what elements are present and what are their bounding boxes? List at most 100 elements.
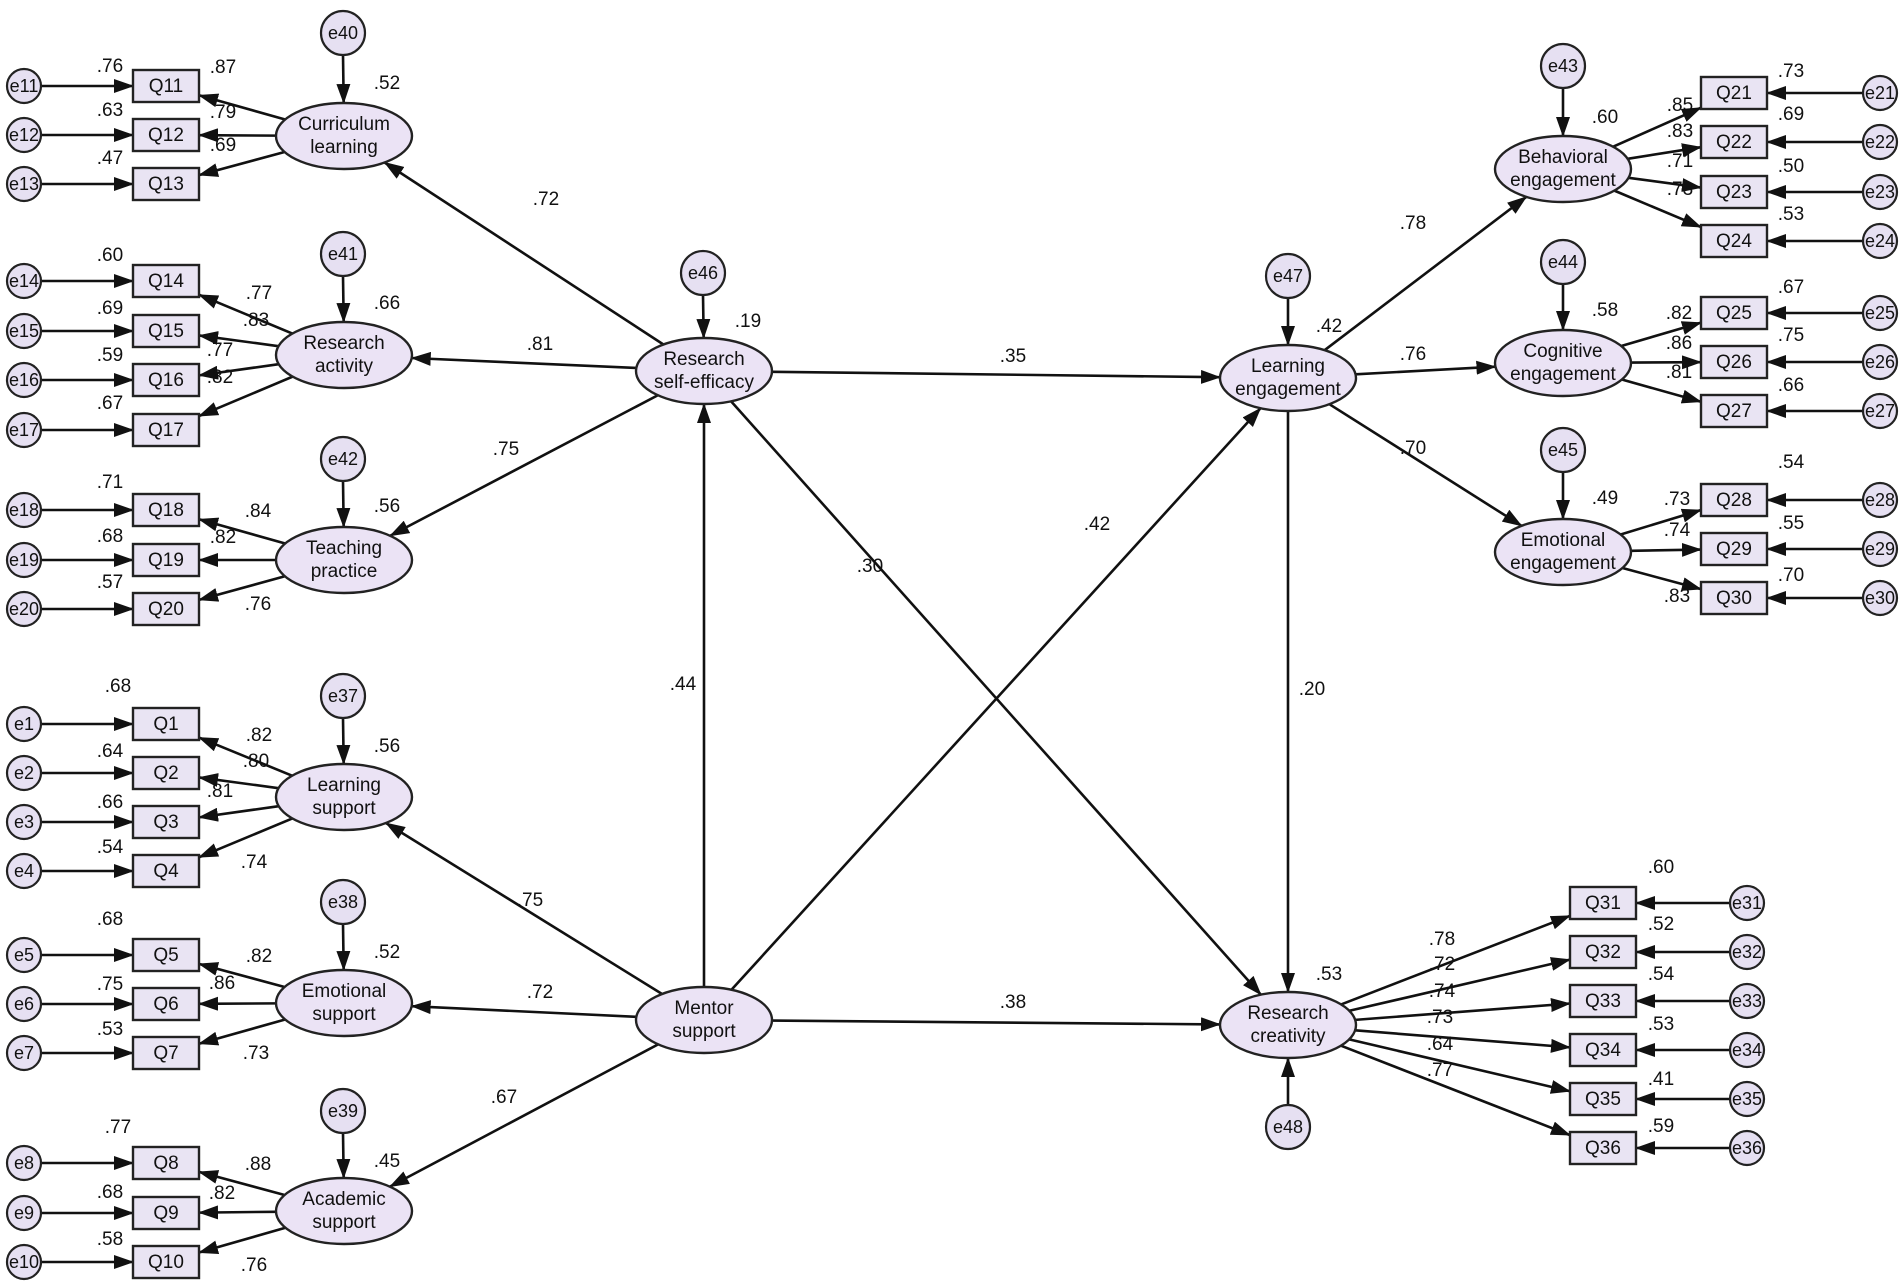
loading-arrow — [198, 293, 293, 335]
factor-loading: .74 — [1429, 981, 1456, 1002]
latent-label-line: Mentor — [674, 998, 734, 1019]
error-term-label: e8 — [14, 1153, 34, 1173]
loading-arrow — [198, 362, 279, 380]
indicator-label: Q6 — [153, 994, 178, 1015]
indicator-r-squared: .50 — [1778, 156, 1804, 177]
indicator-label: Q29 — [1716, 539, 1752, 560]
error-term-label: e18 — [9, 500, 39, 520]
indicator-label: Q21 — [1716, 83, 1752, 104]
indicator-r-squared: .68 — [105, 676, 131, 697]
disturbance-label: e47 — [1273, 266, 1303, 286]
error-term-circle — [5, 361, 43, 399]
indicator-r-squared: .68 — [97, 526, 123, 547]
latent-label-line: Cognitive — [1523, 341, 1602, 362]
latent-variable-ellipse — [274, 320, 414, 390]
indicator-box — [131, 1145, 201, 1181]
path-arrow — [1328, 403, 1523, 527]
disturbance-label: e40 — [328, 23, 358, 43]
indicator-r-squared: .63 — [97, 100, 123, 121]
indicator-label: Q18 — [148, 500, 184, 521]
indicator-r-squared: .60 — [97, 245, 123, 266]
indicator-r-squared: .66 — [1778, 375, 1804, 396]
indicator-label: Q16 — [148, 370, 184, 391]
error-term-label: e30 — [1865, 588, 1895, 608]
latent-variable-ellipse — [1218, 343, 1358, 413]
disturbance-circle — [319, 672, 367, 720]
indicator-box — [1568, 1081, 1638, 1117]
latent-label-line: support — [672, 1021, 736, 1042]
latent-variable-ellipse — [634, 985, 774, 1055]
factor-loading: .82 — [207, 367, 233, 388]
error-term-label: e16 — [9, 370, 39, 390]
loading-arrow — [1630, 542, 1702, 557]
indicator-box — [131, 986, 201, 1022]
path-coefficient: .35 — [1000, 346, 1026, 367]
factor-loading: .88 — [245, 1154, 271, 1175]
loading-arrow — [198, 575, 286, 602]
error-term-circle — [1861, 222, 1899, 260]
indicator-label: Q28 — [1716, 490, 1752, 511]
error-term-label: e17 — [9, 420, 39, 440]
latent-label-line: Emotional — [1521, 530, 1606, 551]
latent-variable-ellipse — [274, 968, 414, 1038]
path-coefficient: .70 — [1400, 438, 1426, 459]
latent-variable-ellipse — [1493, 134, 1633, 204]
disturbance-circle — [319, 230, 367, 278]
error-term-label: e19 — [9, 550, 39, 570]
indicator-r-squared: .69 — [97, 298, 123, 319]
indicator-r-squared: .60 — [1648, 857, 1674, 878]
path-coefficient: .72 — [533, 189, 559, 210]
factor-loading: .82 — [246, 725, 272, 746]
indicator-box — [1699, 174, 1769, 210]
error-term-label: e31 — [1732, 893, 1762, 913]
indicator-r-squared: .54 — [1648, 964, 1675, 985]
error-term-circle — [5, 1034, 43, 1072]
factor-loading: .77 — [1427, 1060, 1453, 1081]
indicator-box — [131, 412, 201, 448]
indicator-label: Q22 — [1716, 132, 1752, 153]
factor-loading: .73 — [1667, 179, 1693, 200]
error-term-circle — [5, 754, 43, 792]
indicator-r-squared: .70 — [1778, 565, 1804, 586]
disturbance-arrow — [696, 294, 711, 340]
disturbance-circle — [1539, 42, 1587, 90]
indicator-box — [1568, 1130, 1638, 1166]
error-term-circle — [5, 803, 43, 841]
disturbance-label: e37 — [328, 686, 358, 706]
indicator-label: Q7 — [153, 1043, 178, 1064]
indicator-box — [131, 263, 201, 299]
error-term-label: e24 — [1865, 231, 1895, 251]
disturbance-circle — [1539, 238, 1587, 286]
error-term-circle — [5, 1243, 43, 1281]
loading-arrow — [1627, 143, 1702, 161]
error-term-label: e29 — [1865, 539, 1895, 559]
factor-loading: .82 — [210, 527, 236, 548]
path-coefficient: .38 — [1000, 992, 1026, 1013]
indicator-box — [131, 1195, 201, 1231]
indicator-r-squared: .69 — [1778, 104, 1804, 125]
indicator-box — [1699, 75, 1769, 111]
indicator-r-squared: .53 — [1778, 204, 1804, 225]
path-coefficient: .81 — [527, 334, 553, 355]
loading-arrow — [198, 375, 294, 418]
disturbance-label: e46 — [688, 263, 718, 283]
factor-loading: .82 — [246, 946, 272, 967]
disturbance-label: e38 — [328, 892, 358, 912]
loading-arrow — [198, 93, 286, 121]
latent-label-line: support — [312, 798, 376, 819]
factor-loading: .71 — [1667, 151, 1693, 172]
error-term-label: e26 — [1865, 352, 1895, 372]
indicator-label: Q10 — [148, 1252, 184, 1273]
factor-loading: .83 — [1667, 121, 1693, 142]
latent-r-squared: .56 — [374, 736, 400, 757]
path-coefficient: .20 — [1299, 679, 1325, 700]
indicator-box — [1699, 124, 1769, 160]
error-term-label: e27 — [1865, 401, 1895, 421]
error-term-label: e35 — [1732, 1089, 1762, 1109]
disturbance-circle — [679, 249, 727, 297]
latent-label-line: practice — [311, 561, 378, 582]
error-term-label: e20 — [9, 599, 39, 619]
path-arrow — [383, 161, 665, 346]
disturbance-label: e42 — [328, 449, 358, 469]
indicator-r-squared: .75 — [1778, 325, 1804, 346]
